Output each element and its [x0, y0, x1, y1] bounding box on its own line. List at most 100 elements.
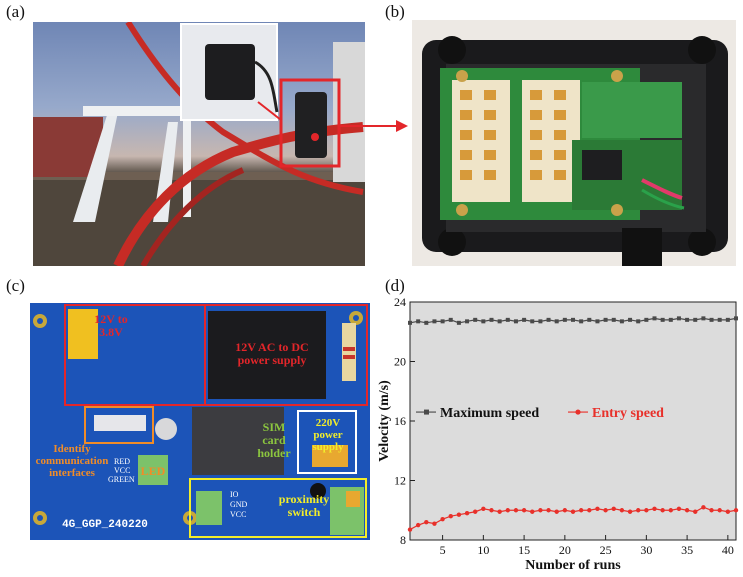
data-point	[668, 317, 673, 322]
legend-label: Maximum speed	[440, 406, 539, 421]
x-tick-label: 40	[722, 543, 734, 557]
data-point	[684, 508, 690, 513]
data-point	[579, 319, 584, 324]
data-point	[701, 316, 706, 321]
pcb-traces	[33, 304, 368, 538]
panel-label-d: (d)	[385, 276, 405, 295]
data-point	[652, 506, 657, 511]
data-point	[513, 508, 519, 513]
data-point	[497, 509, 502, 514]
data-point	[570, 509, 576, 514]
data-point	[603, 508, 608, 513]
data-point	[619, 319, 624, 324]
data-point	[611, 506, 616, 511]
data-point	[578, 508, 584, 513]
legend-label: Entry speed	[592, 406, 664, 421]
data-point	[464, 511, 470, 516]
data-point	[636, 508, 641, 513]
data-point	[424, 320, 429, 325]
data-point	[415, 522, 421, 528]
data-point	[513, 319, 518, 324]
data-point	[652, 316, 657, 321]
data-point	[709, 508, 714, 513]
data-point	[595, 506, 600, 511]
data-point	[530, 319, 535, 324]
x-axis-label: Number of runs	[525, 558, 621, 573]
data-point	[693, 317, 698, 322]
data-point	[521, 508, 527, 513]
data-point	[505, 317, 510, 322]
data-point	[432, 521, 437, 526]
data-point	[660, 508, 665, 513]
roller-coaster-scene	[33, 22, 365, 266]
data-point	[717, 317, 722, 322]
label-12v-to-3.8v: 12V to 3.8V	[94, 312, 128, 340]
series-group	[407, 316, 739, 532]
data-point	[709, 317, 714, 322]
data-point	[587, 508, 592, 513]
photo-roller-coaster	[33, 22, 365, 266]
data-point	[627, 509, 633, 514]
enclosure-scene	[422, 36, 728, 266]
label-proximity-switch: proximity switch	[278, 492, 330, 520]
pin-io: IO	[230, 490, 239, 499]
data-point	[628, 317, 633, 322]
data-point	[505, 508, 510, 513]
arrow-a-to-b	[340, 120, 408, 132]
y-axis-label: Velocity (m/s)	[377, 380, 392, 462]
data-point	[603, 317, 608, 322]
data-point	[424, 519, 429, 525]
data-point	[448, 317, 453, 322]
pin-gnd: GND	[230, 500, 248, 509]
data-point	[481, 506, 486, 511]
y-tick-label: 20	[394, 355, 406, 369]
data-point	[538, 508, 543, 513]
data-point	[432, 319, 437, 324]
data-point	[734, 316, 738, 321]
label-identify-interfaces: Identify communication interfaces	[35, 443, 109, 480]
data-point	[465, 319, 470, 324]
y-tick-label: 12	[394, 474, 406, 488]
data-point	[725, 509, 731, 514]
data-point	[416, 319, 421, 324]
data-point	[685, 317, 690, 322]
data-point	[440, 516, 445, 522]
y-tick-label: 16	[394, 414, 406, 428]
data-point	[473, 317, 478, 322]
data-point	[473, 509, 478, 514]
data-point	[440, 319, 445, 324]
panel-label-a: (a)	[6, 2, 25, 21]
y-tick-label: 8	[400, 533, 406, 547]
x-tick-label: 30	[640, 543, 652, 557]
data-point	[701, 505, 706, 510]
data-point	[538, 319, 543, 324]
data-point	[522, 317, 527, 322]
legend-marker	[424, 409, 429, 415]
data-point	[733, 508, 739, 513]
legend: Maximum speed Entry speed	[416, 406, 664, 421]
panel-label-c: (c)	[6, 276, 25, 295]
data-point	[554, 319, 559, 324]
data-point	[408, 320, 412, 325]
data-point	[587, 317, 592, 322]
data-point	[489, 508, 494, 513]
y-axis-ticks: 8 12 16 20 24	[394, 295, 415, 547]
x-tick-label: 25	[600, 543, 612, 557]
y-tick-label: 24	[394, 295, 406, 309]
data-point	[644, 317, 649, 322]
label-led: LED	[140, 464, 166, 478]
legend-marker	[575, 409, 581, 415]
x-tick-label: 5	[440, 543, 446, 557]
data-point	[456, 512, 462, 517]
data-point	[448, 514, 453, 519]
data-point	[693, 509, 698, 514]
data-point	[619, 508, 625, 513]
data-point	[489, 317, 494, 322]
x-tick-label: 35	[681, 543, 693, 557]
pin-vcc-2: VCC	[230, 510, 247, 519]
data-point	[562, 317, 567, 322]
data-point	[636, 319, 641, 324]
data-point	[407, 527, 413, 532]
